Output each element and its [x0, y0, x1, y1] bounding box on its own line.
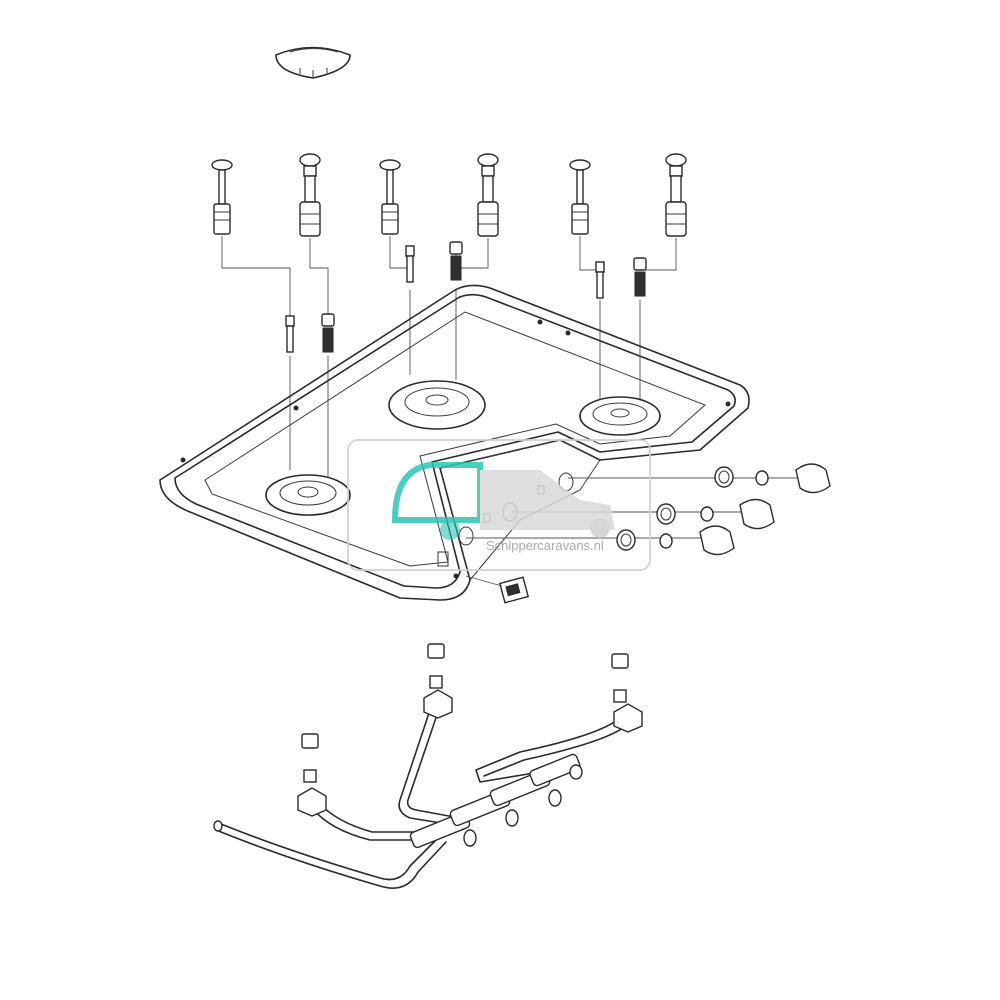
ignition-switch	[465, 575, 530, 604]
burner-middle	[388, 380, 486, 430]
burner-cap-top	[275, 46, 351, 79]
watermark-logo: Schippercaravans.nl	[347, 439, 651, 571]
fitting-left	[297, 733, 327, 817]
spark-electrode-middle	[477, 153, 499, 237]
thermocouple-middle	[379, 159, 401, 235]
watermark-text: Schippercaravans.nl	[486, 538, 604, 553]
hob-tray	[159, 284, 750, 601]
valve-block	[409, 753, 583, 849]
spark-electrode-right	[665, 153, 687, 237]
injector-set	[285, 241, 647, 353]
spark-electrode-left	[299, 153, 321, 237]
fitting-middle	[423, 643, 453, 719]
control-knobs	[466, 463, 831, 556]
fitting-right	[611, 653, 643, 733]
burner-right	[579, 396, 661, 436]
thermocouple-right	[569, 159, 591, 235]
gas-manifold	[213, 643, 643, 889]
burner-left	[265, 474, 351, 516]
thermocouple-left	[211, 159, 233, 235]
leader-lines	[221, 236, 677, 478]
